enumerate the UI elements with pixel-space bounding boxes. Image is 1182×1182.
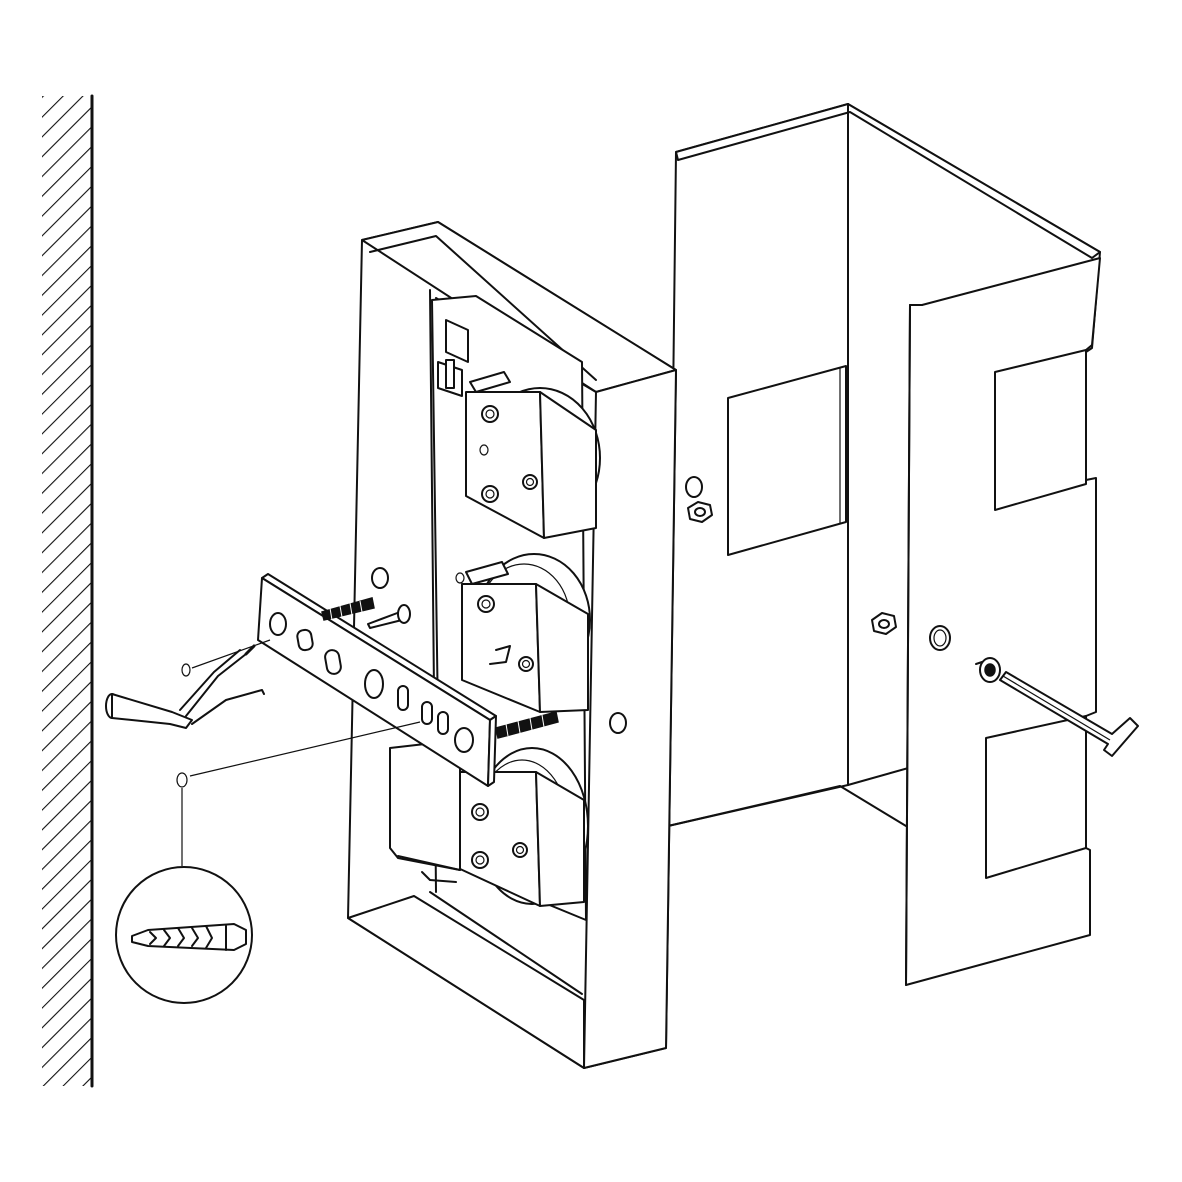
screw-wood [367,604,411,629]
screw-upper [321,597,375,621]
nut-icon [871,612,897,635]
lamp-module-bottom [457,747,589,907]
hex-key-icon [975,657,1139,757]
cover-frame [667,103,1101,986]
alignment-lines [176,639,421,866]
wall-plug-detail [115,866,253,1004]
screw-icon [975,657,1001,683]
supply-cable [105,644,265,729]
wall [42,94,94,1088]
clip-icon [437,319,469,397]
lamp-module-top [465,371,601,539]
screw-lower [495,711,559,739]
lamp-module-middle [461,553,591,713]
lamp-housing [347,221,677,1069]
mounting-bracket [257,573,497,787]
nut-icon [687,501,713,523]
wall-plug-icon [131,923,247,951]
